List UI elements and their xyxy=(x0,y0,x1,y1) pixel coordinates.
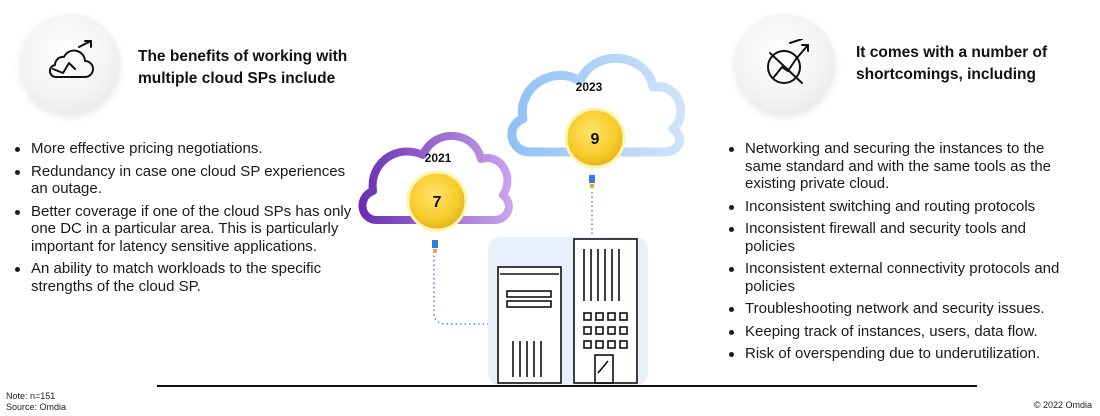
list-item: An ability to match workloads to the spe… xyxy=(14,260,359,295)
list-item: Keeping track of instances, users, data … xyxy=(728,323,1078,341)
value-coin xyxy=(564,107,626,169)
list-item: Risk of overspending due to underutiliza… xyxy=(728,345,1078,363)
shortcomings-heading: It comes with a number of shortcomings, … xyxy=(856,44,1048,83)
list-item: Inconsistent external connectivity proto… xyxy=(728,260,1078,295)
list-item: Inconsistent switching and routing proto… xyxy=(728,198,1078,216)
cloud-2021-value: 7 xyxy=(433,194,442,211)
broken-chart-arrow-icon xyxy=(767,39,809,84)
cloud-arrow-icon xyxy=(48,40,94,79)
note-text: Note: n=151 xyxy=(6,391,56,401)
benefits-list: More effective pricing negotiations. Red… xyxy=(14,140,359,300)
value-coin xyxy=(406,170,468,232)
benefits-icon-circle xyxy=(20,14,120,114)
list-item: Networking and securing the instances to… xyxy=(728,140,1078,193)
copyright-text: © 2022 Omdia xyxy=(1033,400,1092,410)
left-building xyxy=(497,266,562,384)
connector-plug xyxy=(590,184,594,188)
shortcomings-icon-circle xyxy=(735,14,835,114)
cloud-2021-year: 2021 xyxy=(425,151,452,165)
list-item: Inconsistent firewall and security tools… xyxy=(728,220,1078,255)
cloud-2023-value: 9 xyxy=(591,131,600,148)
cloud-2021: 2021 7 xyxy=(358,132,513,253)
list-item: Troubleshooting network and security iss… xyxy=(728,300,1078,318)
connector-plug xyxy=(433,249,437,253)
list-item: More effective pricing negotiations. xyxy=(14,140,359,158)
cloud-2023: 2023 9 xyxy=(507,53,685,188)
connector-plug xyxy=(432,240,438,248)
list-item: Redundancy in case one cloud SP experien… xyxy=(14,163,359,198)
cloud-buildings-illustration: 2021 7 2023 9 xyxy=(358,53,685,385)
shortcomings-list: Networking and securing the instances to… xyxy=(728,140,1078,368)
connector-line xyxy=(433,251,488,325)
connector-plug xyxy=(589,175,595,183)
list-item: Better coverage if one of the cloud SPs … xyxy=(14,203,359,256)
benefits-heading: The benefits of working with multiple cl… xyxy=(138,48,348,87)
right-building xyxy=(573,238,638,384)
cloud-2023-year: 2023 xyxy=(576,80,603,94)
source-text: Source: Omdia xyxy=(6,402,67,412)
ground-line xyxy=(157,385,977,387)
